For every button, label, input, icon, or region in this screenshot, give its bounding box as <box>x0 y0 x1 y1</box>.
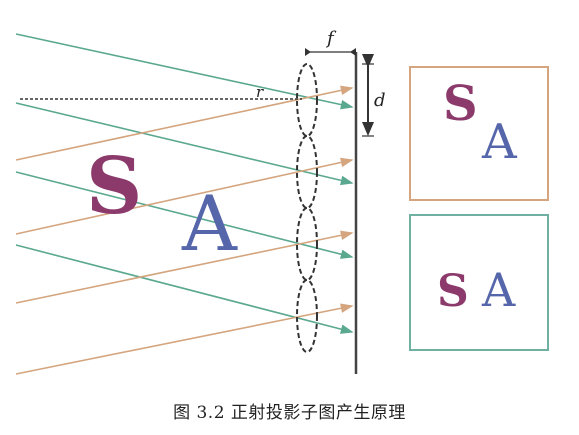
green-ray <box>15 171 354 259</box>
sub-image-panel-top: S A <box>409 66 549 201</box>
lens <box>296 207 318 281</box>
lens-array <box>296 63 318 353</box>
lens <box>296 63 318 137</box>
panel-top-letter-a: A <box>481 114 518 170</box>
panel-bottom-letter-s: S <box>437 266 469 317</box>
tan-rays <box>15 85 354 375</box>
figure-caption: 图 3.2 正射投影子图产生原理 <box>173 403 406 423</box>
tan-ray <box>15 85 354 161</box>
tan-ray <box>15 230 354 304</box>
tan-ray <box>15 303 354 375</box>
lens <box>296 135 318 209</box>
tan-ray <box>15 157 354 235</box>
green-ray <box>15 102 354 186</box>
focal-length-marker: f <box>305 28 356 56</box>
axis-label: r <box>256 83 264 101</box>
pitch-label: d <box>374 90 386 111</box>
panel-top-letter-s: S <box>443 76 478 132</box>
scene-letter-a: A <box>181 179 238 268</box>
panel-bottom-letter-a: A <box>481 263 516 317</box>
focal-length-label: f <box>325 28 337 49</box>
lens <box>296 279 318 353</box>
pitch-marker: d <box>362 54 386 137</box>
green-ray <box>15 33 354 110</box>
sub-image-panel-bottom: S A <box>409 214 549 351</box>
scene-letter-s: S <box>86 141 142 232</box>
